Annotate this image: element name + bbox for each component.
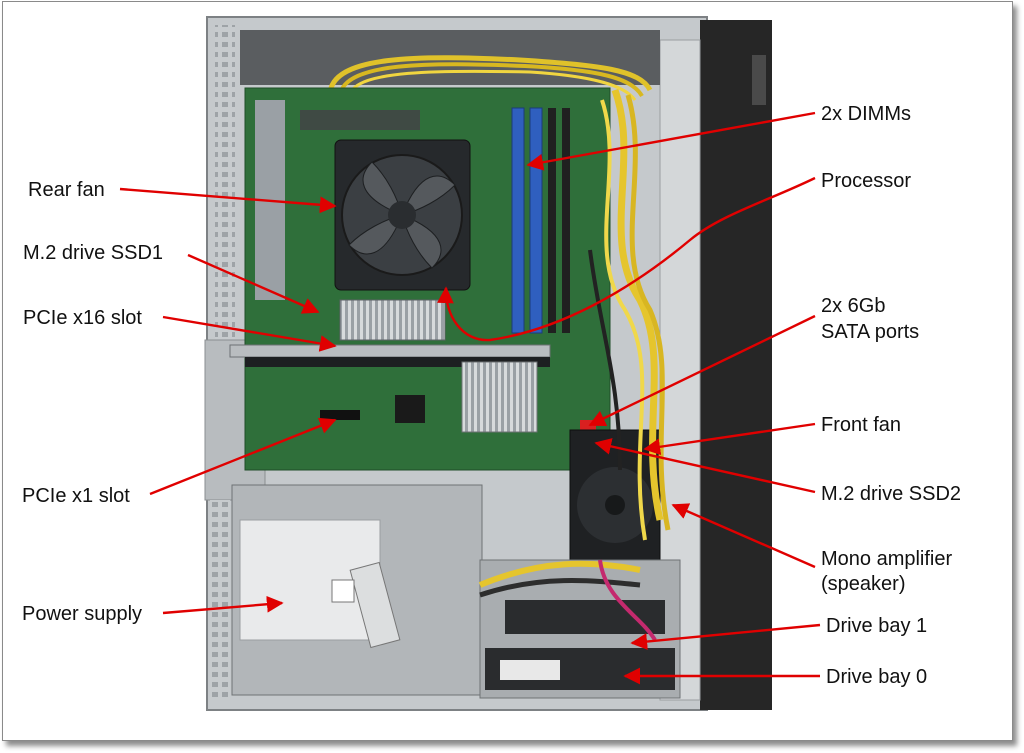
label-pcie-x16: PCIe x16 slot <box>23 307 142 329</box>
arrow-power-supply <box>162 595 284 615</box>
arrow-front-fan <box>643 422 816 456</box>
label-drive-bay-0: Drive bay 0 <box>826 666 927 688</box>
label-sata-ports-line1: 2x 6Gb <box>821 295 885 317</box>
label-power-supply: Power supply <box>22 603 142 625</box>
arrow-m2-ssd2 <box>594 438 816 494</box>
label-front-fan: Front fan <box>821 414 901 436</box>
pcie-x1-slot <box>320 410 360 420</box>
dimm-slot-2 <box>529 107 543 334</box>
pc-photo <box>204 16 772 711</box>
label-mono-amp-line1: Mono amplifier <box>821 548 953 570</box>
lower-vent-panel <box>210 500 230 700</box>
label-sata-ports-line2: SATA ports <box>821 321 919 343</box>
label-dimms: 2x DIMMs <box>821 103 911 125</box>
label-rear-fan: Rear fan <box>28 179 105 201</box>
pcie-x16-slot <box>229 344 551 358</box>
m2-ssd1-heatsink <box>339 299 446 341</box>
arrow-m2-ssd1 <box>187 253 320 314</box>
label-drive-bay-1: Drive bay 1 <box>826 615 927 637</box>
arrow-processor <box>437 176 816 342</box>
dimm-slot-3 <box>548 108 556 333</box>
arrow-dimms <box>526 111 816 171</box>
dimm-slot-1 <box>511 107 525 334</box>
label-m2-ssd1: M.2 drive SSD1 <box>23 242 163 264</box>
arrow-sata-ports <box>588 314 816 427</box>
arrow-mono-amp <box>671 503 816 569</box>
arrow-rear-fan <box>119 187 337 214</box>
arrow-pcie-x16 <box>162 315 337 352</box>
arrow-drive-bay-1 <box>630 623 821 650</box>
dimm-slot-4 <box>562 108 570 333</box>
chipset-heatsink <box>461 361 538 433</box>
label-pcie-x1: PCIe x1 slot <box>22 485 130 507</box>
callout-labels: Rear fan M.2 drive SSD1 PCIe x16 slot PC… <box>22 103 961 688</box>
arrow-pcie-x1 <box>149 417 337 496</box>
drive-bay-1 <box>505 600 665 634</box>
label-m2-ssd2: M.2 drive SSD2 <box>821 483 961 505</box>
label-mono-amp-line2: (speaker) <box>821 573 905 595</box>
label-processor: Processor <box>821 170 911 192</box>
callout-arrows <box>119 111 821 685</box>
power-button <box>752 55 766 105</box>
